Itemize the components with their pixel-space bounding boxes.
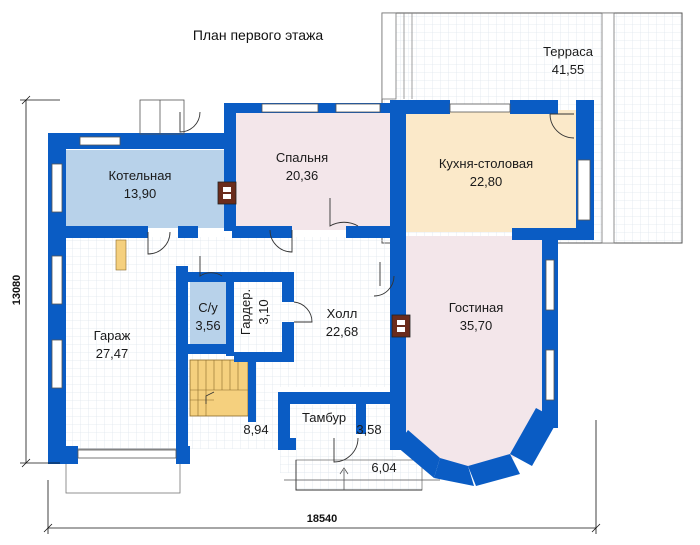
garage-floor <box>66 237 180 449</box>
garage-name: Гараж <box>94 328 131 343</box>
width-dimension: 18540 <box>307 513 338 525</box>
living-area: 35,70 <box>460 318 493 333</box>
porch-floor <box>295 459 423 491</box>
boiler-area: 13,90 <box>124 186 157 201</box>
staircase <box>189 359 249 417</box>
bathroom-fill <box>190 280 228 344</box>
vestibule-name: Тамбур <box>302 410 346 425</box>
height-dimension: 13080 <box>11 275 23 306</box>
doors <box>147 111 575 491</box>
boiler-room-fill <box>66 150 224 228</box>
living-name: Гостиная <box>449 300 504 315</box>
bedroom-fill <box>234 110 392 230</box>
living-room-fill <box>404 236 546 470</box>
fireplace-icon <box>391 314 411 338</box>
wardrobe-name: Гардер. <box>238 289 253 335</box>
entrance-steps <box>139 99 440 490</box>
terrace-railing <box>381 12 397 100</box>
bedroom-area: 20,36 <box>286 168 319 183</box>
bath-name: С/у <box>198 300 218 315</box>
dimension-lines <box>20 95 601 534</box>
bedroom-name: Спальня <box>276 150 328 165</box>
hall-name: Холл <box>327 306 358 321</box>
boiler-name: Котельная <box>109 168 172 183</box>
terrace-railing-right <box>601 12 615 244</box>
stair-hall-area: 8,94 <box>243 422 268 437</box>
kitchen-area: 22,80 <box>470 174 503 189</box>
kitchen-name: Кухня-столовая <box>439 156 533 171</box>
garage-area: 27,47 <box>96 346 129 361</box>
garage-cabinet <box>115 239 127 271</box>
kitchen-fill <box>404 110 580 232</box>
hall-area: 22,68 <box>326 324 359 339</box>
vestibule-area: 3,58 <box>356 422 381 437</box>
wardrobe-area: 3,10 <box>256 299 271 324</box>
windows <box>51 103 591 459</box>
porch-area: 6,04 <box>371 460 396 475</box>
bath-area: 3,56 <box>195 318 220 333</box>
chimney-icon <box>217 181 237 205</box>
plan-title: План первого этажа <box>193 27 324 43</box>
terrace-area-label: 41,55 <box>552 62 585 77</box>
terrace-name: Терраса <box>543 44 594 59</box>
